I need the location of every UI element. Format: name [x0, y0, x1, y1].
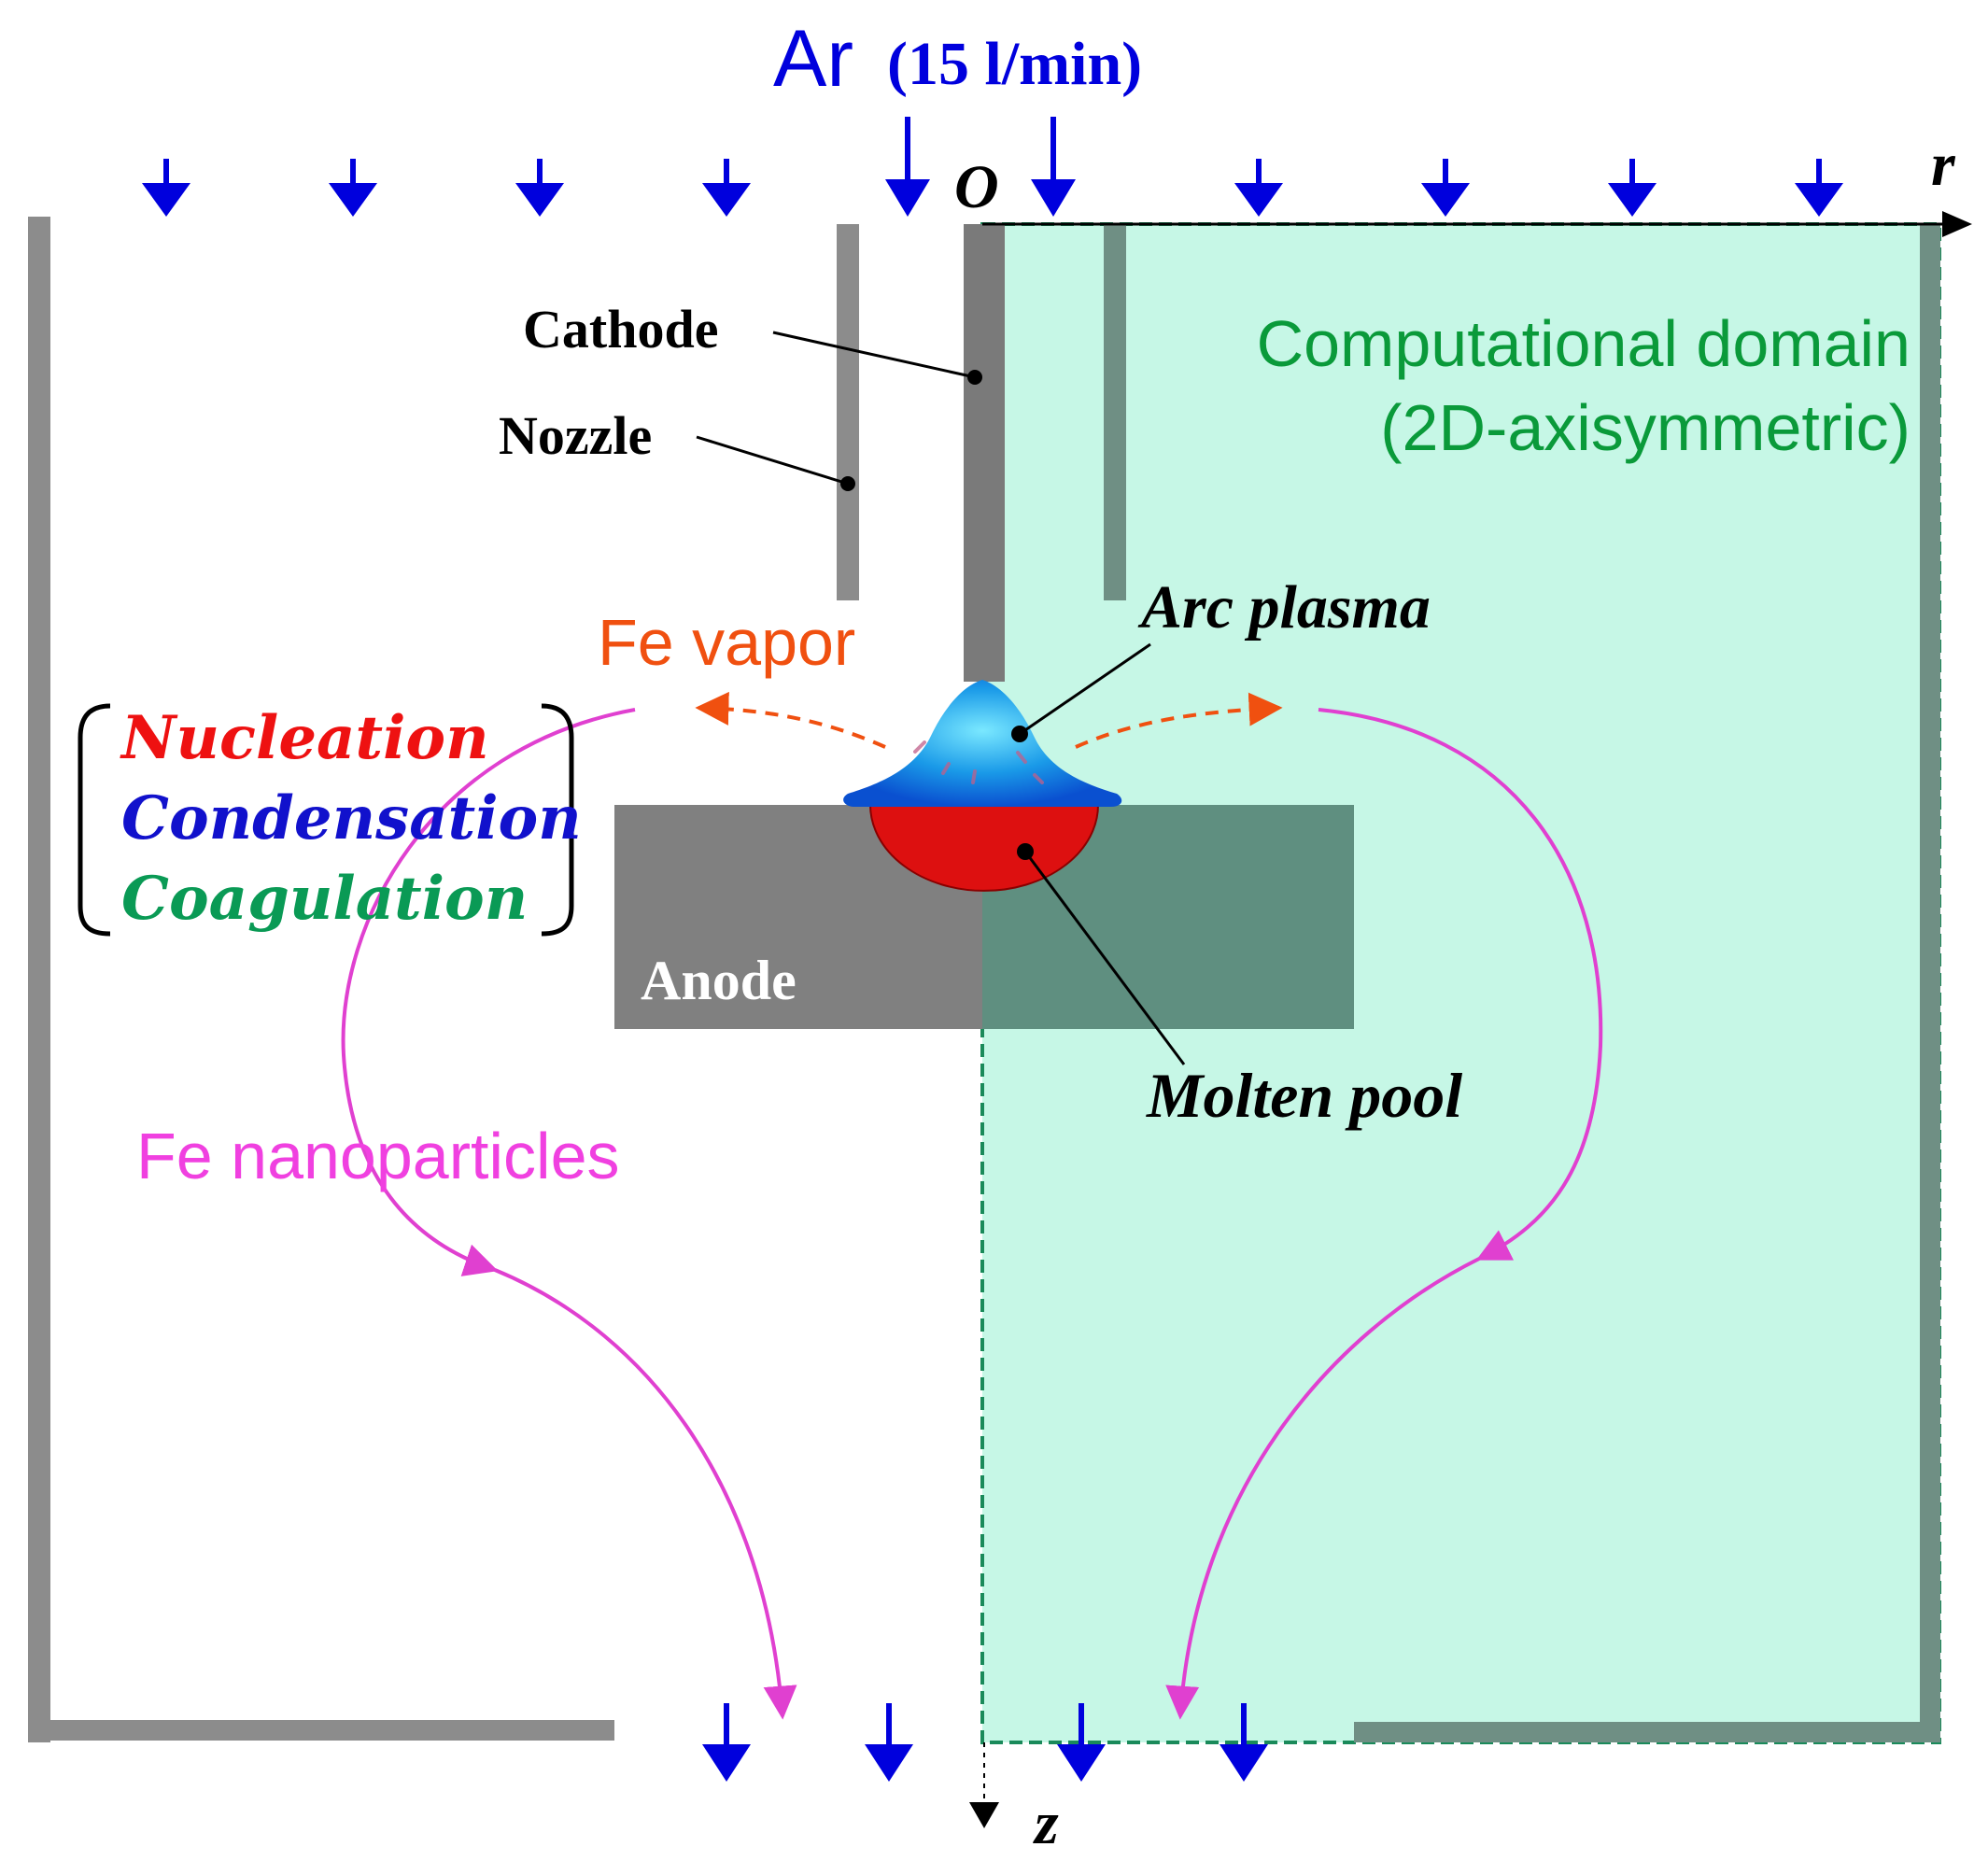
nanoparticle-path-right — [1318, 708, 1603, 1261]
gas-species-label: Ar — [773, 14, 853, 104]
origin-label: O — [954, 153, 999, 221]
plasma-streaks — [913, 740, 1044, 784]
nanoparticle-path-left-lower — [494, 1268, 797, 1720]
arc-plasma-label: Arc plasma — [1137, 573, 1431, 641]
process-bracket-left — [78, 703, 111, 937]
r-axis-label: r — [1931, 131, 1956, 199]
chamber-left-wall — [28, 217, 50, 1742]
domain-label-line1: Computational domain — [1257, 307, 1910, 380]
nanoparticle-path-right-lower — [1165, 1257, 1480, 1720]
z-axis-arrowhead — [969, 1802, 999, 1828]
condensation-label: Condensation — [121, 783, 582, 853]
z-axis-label: z — [1033, 1789, 1059, 1857]
fe-vapor-arrow-right — [1075, 692, 1283, 749]
gas-outflow-arrowheads — [702, 1744, 1268, 1782]
chamber-bottom-wall-left — [28, 1720, 614, 1741]
r-axis-arrowhead — [1942, 211, 1972, 237]
arc-plasma — [843, 680, 1122, 807]
cathode — [964, 224, 1005, 682]
coagulation-label: Coagulation — [121, 864, 528, 934]
process-bracket-right — [541, 703, 574, 937]
cathode-label: Cathode — [523, 299, 718, 360]
nozzle-right — [1104, 224, 1126, 600]
molten-pool — [868, 804, 1100, 892]
nanoparticle-path-left — [341, 708, 636, 1276]
nucleation-label: Nucleation — [120, 703, 489, 773]
fe-vapor-arrow-left — [695, 691, 886, 749]
anode-label: Anode — [641, 950, 797, 1011]
fe-vapor-label: Fe vapor — [598, 606, 855, 679]
chamber-bottom-wall-right — [1354, 1722, 1940, 1742]
gas-flow-label: (15 l/min) — [887, 30, 1142, 98]
gas-inflow-arrowheads — [142, 179, 1843, 217]
nozzle-left — [837, 224, 859, 600]
chamber-right-wall — [1920, 224, 1940, 1742]
domain-label-line2: (2D-axisymmetric) — [1380, 391, 1910, 464]
fe-nanoparticles-label: Fe nanoparticles — [136, 1120, 620, 1192]
leader-dots — [840, 370, 1034, 860]
nozzle-label: Nozzle — [499, 405, 652, 466]
molten-pool-label: Molten pool — [1146, 1060, 1462, 1131]
leader-lines — [696, 331, 1186, 1065]
